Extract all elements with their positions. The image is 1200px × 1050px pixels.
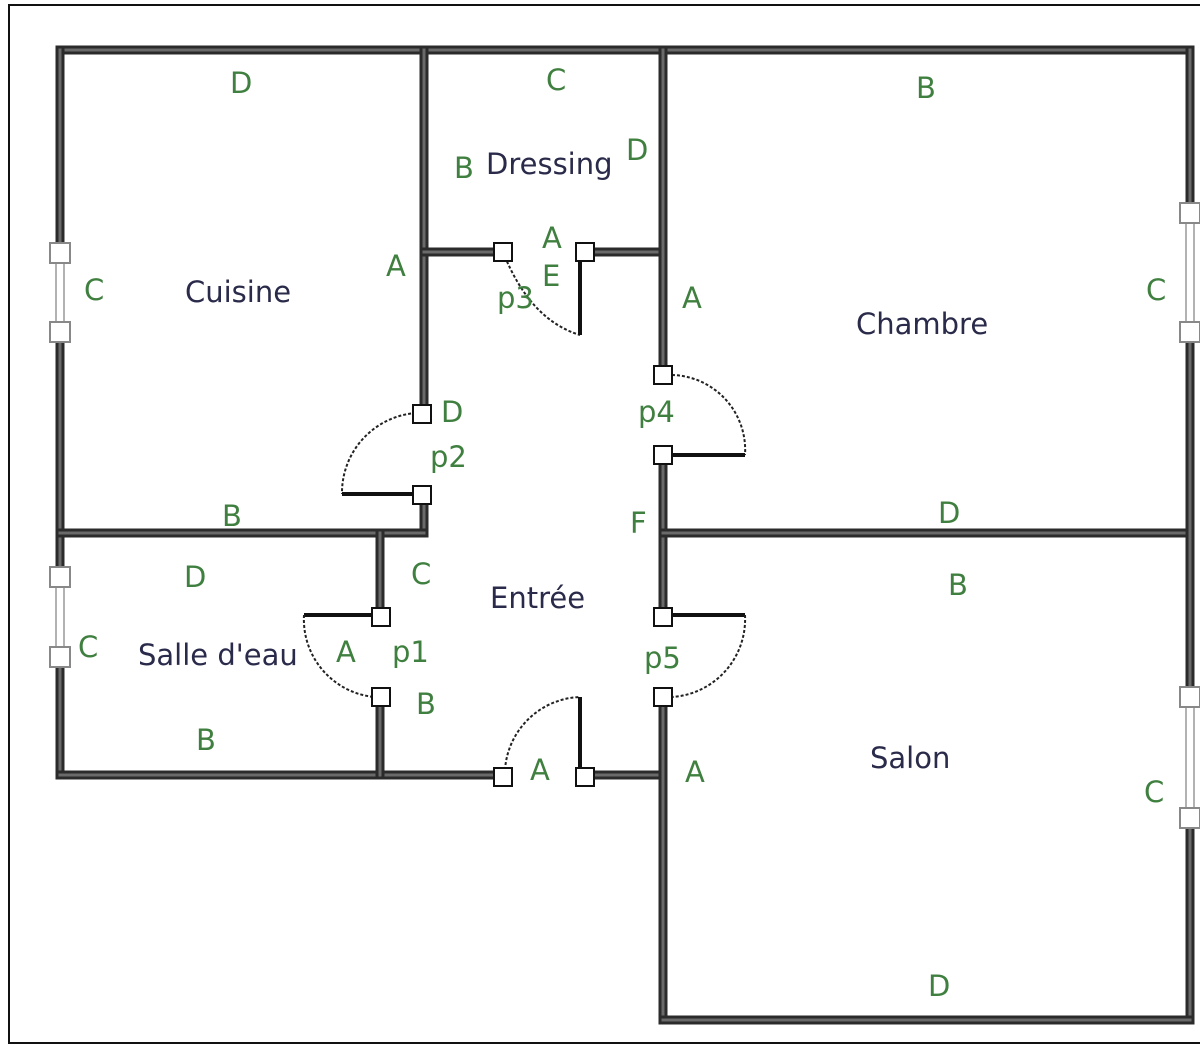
wall-label: D — [938, 496, 960, 530]
window-salon — [1179, 686, 1200, 829]
room-label-dressing: Dressing — [486, 147, 613, 181]
wall-label: A — [542, 221, 562, 255]
wall-label: B — [196, 723, 216, 757]
door-label-p3: p3 — [497, 281, 534, 315]
wall-label: B — [222, 499, 242, 533]
wall-label: C — [1144, 775, 1164, 809]
room-label-salon: Salon — [870, 741, 950, 775]
door-p2[interactable] — [340, 404, 432, 505]
door-p1[interactable] — [302, 607, 391, 707]
wall-label: B — [916, 71, 936, 105]
door-label-p2: p2 — [430, 440, 467, 474]
room-label-salle-deau: Salle d'eau — [138, 638, 298, 672]
window-cuisine — [49, 242, 71, 343]
wall-label: D — [184, 560, 206, 594]
wall-label: C — [546, 63, 566, 97]
wall-label: D — [441, 395, 463, 429]
room-label-entree: Entrée — [490, 581, 585, 615]
wall-label: B — [416, 687, 436, 721]
wall-label: D — [626, 133, 648, 167]
door-label-p1: p1 — [392, 635, 429, 669]
wall-label: C — [78, 630, 98, 664]
wall-label: A — [682, 281, 702, 315]
window-salle-deau — [49, 566, 71, 668]
room-label-cuisine: Cuisine — [185, 275, 291, 309]
wall-label: A — [336, 635, 356, 669]
door-label-p4: p4 — [638, 395, 675, 429]
wall-label: E — [542, 259, 560, 293]
wall-label: B — [948, 568, 968, 602]
wall-label: A — [386, 249, 406, 283]
door-p4[interactable] — [653, 365, 747, 465]
window-chambre — [1179, 202, 1200, 343]
wall-label: A — [530, 753, 550, 787]
wall-label: D — [928, 969, 950, 1003]
door-entrance[interactable] — [493, 696, 595, 787]
wall-label: C — [411, 557, 431, 591]
plan-frame — [8, 4, 1200, 1044]
wall-label: B — [454, 151, 474, 185]
wall-label: A — [685, 755, 705, 789]
door-p3[interactable] — [493, 242, 595, 336]
door-label-p5: p5 — [644, 641, 681, 675]
wall-label: C — [84, 273, 104, 307]
room-label-chambre: Chambre — [856, 307, 988, 341]
wall-label: F — [630, 506, 647, 540]
wall-label: D — [230, 66, 252, 100]
wall-label: C — [1146, 273, 1166, 307]
walls — [55, 45, 1195, 1025]
door-p5[interactable] — [653, 607, 747, 707]
